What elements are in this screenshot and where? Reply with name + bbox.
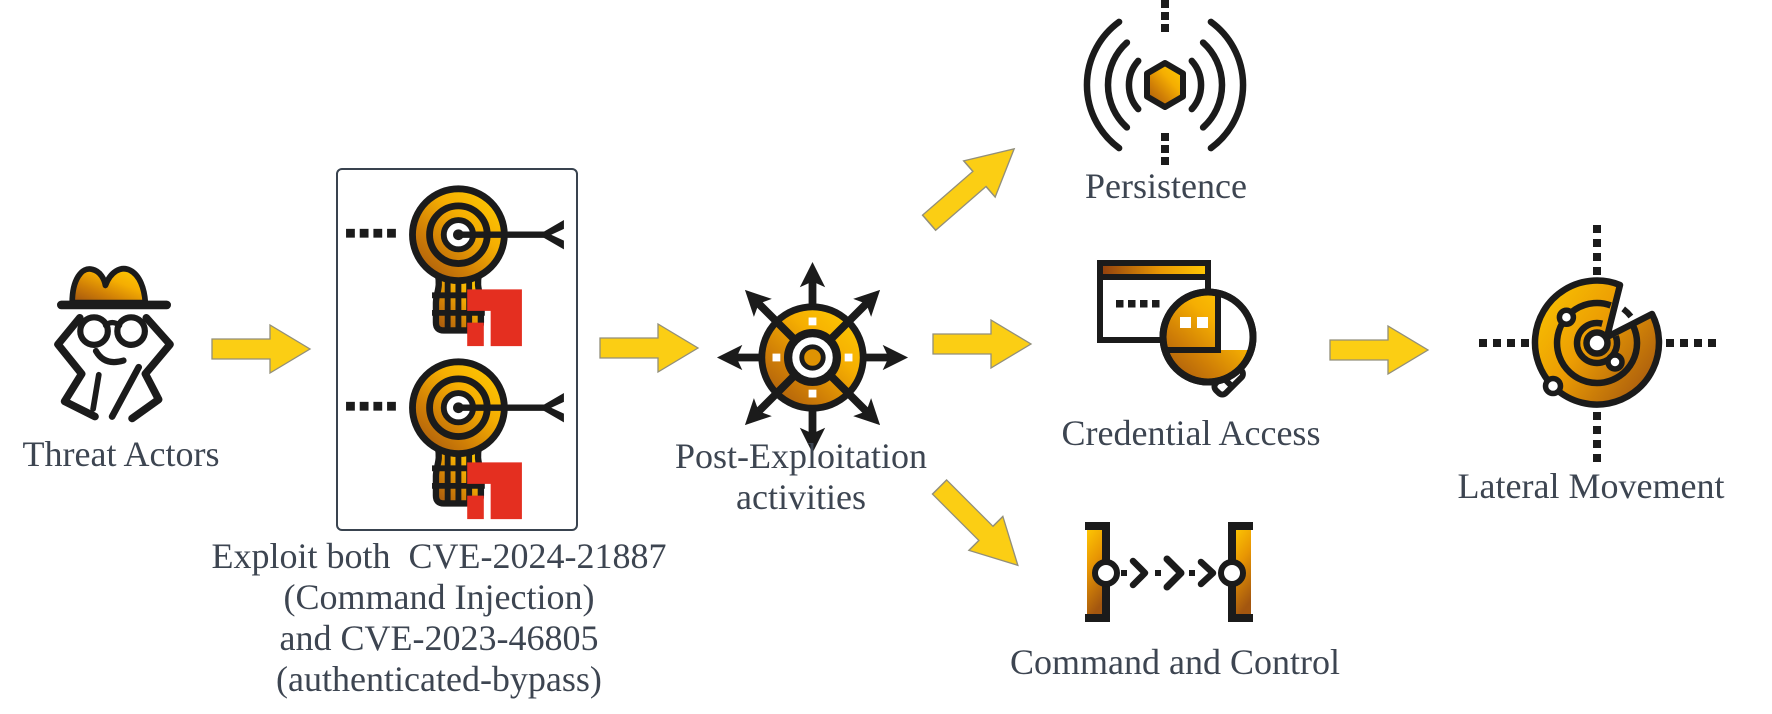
magnifier-window-icon: [1097, 260, 1257, 398]
spy-icon: [54, 265, 174, 423]
arrow-to-credential-access: [932, 318, 1033, 370]
signal-waves-icon: [1083, 0, 1247, 165]
target-arrow-icon: [346, 185, 564, 347]
exploit-caption-line: Exploit both CVE-2024-21887: [211, 536, 667, 576]
exploit-caption-line: and CVE-2023-46805: [279, 618, 599, 658]
relay-channel-icon: [1085, 522, 1253, 622]
exploit-caption-line: (Command Injection): [283, 577, 595, 617]
post-exploitation-label-line1: Post-Exploitation: [675, 436, 927, 476]
exploit-caption: Exploit both CVE-2024-21887 (Command Inj…: [212, 536, 667, 700]
radiating-arrows-icon: [716, 261, 909, 454]
threat-actors-label: Threat Actors: [22, 434, 220, 474]
post-exploitation-label: Post-Exploitation activities: [675, 436, 927, 518]
command-and-control-label: Command and Control: [1010, 642, 1340, 682]
post-exploitation-label-line2: activities: [736, 477, 866, 517]
persistence-label: Persistence: [1085, 166, 1247, 206]
arrow-to-lateral-movement: [1329, 324, 1430, 376]
arrow-exploit-to-postexploitation: [599, 322, 700, 374]
credential-access-label: Credential Access: [1061, 413, 1321, 453]
arrow-to-command-and-control: [931, 478, 1019, 567]
arrow-threat-to-exploit: [211, 323, 312, 375]
arrow-to-persistence: [921, 147, 1016, 232]
lateral-movement-label: Lateral Movement: [1457, 466, 1725, 506]
exploit-caption-line: (authenticated-bypass): [276, 659, 602, 699]
target-arrow-icon: [346, 358, 564, 520]
radar-icon: [1479, 225, 1716, 462]
